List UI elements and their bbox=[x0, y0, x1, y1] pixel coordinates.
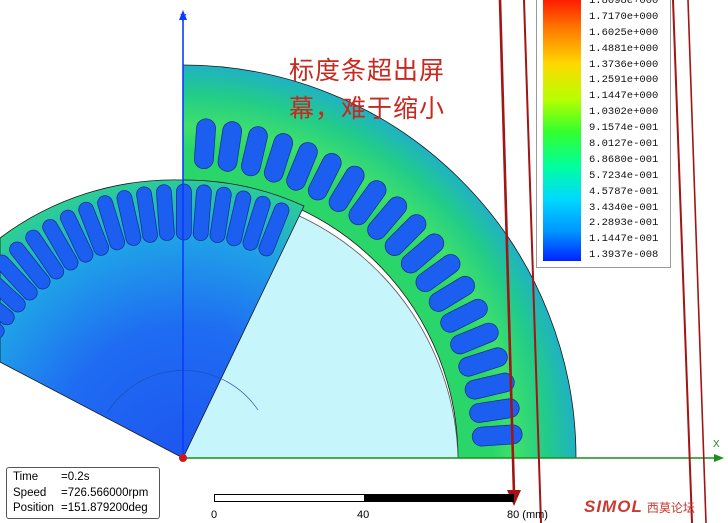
annotation-line-2 bbox=[523, 0, 542, 523]
legend-label: 3.4340e-001 bbox=[589, 201, 659, 214]
rotor-slot bbox=[78, 201, 109, 256]
rotor-slot bbox=[209, 186, 232, 244]
rotor-slot bbox=[42, 219, 79, 271]
stator-slot bbox=[428, 275, 475, 312]
simulation-info-box: Time =0.2s Speed =726.566000rpm Position =1… bbox=[6, 467, 160, 519]
stator-slot bbox=[440, 298, 488, 333]
stator-slot bbox=[450, 322, 499, 355]
legend-label: 2.2893e-001 bbox=[589, 217, 659, 230]
legend-label: 1.4881e+000 bbox=[589, 42, 659, 55]
legend-label: 1.3937e-008 bbox=[589, 249, 659, 262]
annotation-line2: 幕，难于缩小 bbox=[289, 94, 446, 123]
color-legend: 1.8098e+000 1.7170e+000 1.6025e+000 1.4881e… bbox=[536, 0, 671, 268]
scale-tick-80: 80 (mm) bbox=[507, 509, 548, 521]
stator-slot bbox=[241, 126, 268, 177]
origin-marker bbox=[179, 454, 187, 462]
legend-label: 4.5787e-001 bbox=[589, 185, 659, 198]
legend-label: 5.7234e-001 bbox=[589, 169, 659, 182]
stator-slot bbox=[471, 424, 523, 447]
rotor-slot bbox=[116, 190, 142, 246]
stator-slot bbox=[464, 372, 515, 400]
logo-main-text: SIMOL bbox=[584, 497, 643, 516]
stator-slot bbox=[194, 118, 216, 170]
legend-label: 6.8680e-001 bbox=[589, 153, 659, 166]
stator-slot bbox=[415, 254, 461, 293]
rotor-inner-arc bbox=[106, 370, 259, 414]
stator-slot bbox=[348, 180, 387, 226]
scale-bar-white-segment bbox=[214, 494, 366, 502]
scale-tick-40: 40 bbox=[357, 509, 370, 521]
stator-slot bbox=[263, 133, 294, 183]
legend-label: 1.3736e+000 bbox=[589, 58, 659, 71]
speed-value: =726.566000rpm bbox=[61, 486, 149, 499]
annotation-line-3 bbox=[672, 0, 693, 523]
scale-bar-black-segment bbox=[364, 494, 514, 502]
stator-slot bbox=[286, 142, 318, 191]
time-value: =0.2s bbox=[61, 471, 90, 483]
y-axis-label: Y bbox=[180, 13, 187, 24]
stator-slot bbox=[307, 153, 342, 201]
stator-slot bbox=[400, 233, 445, 274]
stator-slot bbox=[217, 121, 242, 172]
scale-tick-0: 0 bbox=[211, 509, 218, 521]
legend-labels: 1.8098e+000 1.7170e+000 1.6025e+000 1.4881e… bbox=[589, 0, 669, 264]
legend-label: 1.1447e-001 bbox=[589, 233, 659, 246]
rotor-slot bbox=[0, 283, 15, 326]
logo-sub-text: 西莫论坛 bbox=[646, 501, 695, 515]
stator-slot bbox=[458, 347, 508, 377]
rotor-slot bbox=[0, 299, 5, 339]
x-axis-label: X bbox=[713, 439, 720, 450]
stator-slot bbox=[328, 165, 365, 212]
stator-slot bbox=[367, 196, 408, 240]
rotor-slot bbox=[25, 229, 65, 280]
legend-label: 1.6025e+000 bbox=[589, 26, 659, 39]
position-key: Position bbox=[13, 502, 54, 514]
legend-label: 8.0127e-001 bbox=[589, 138, 659, 151]
rotor-slots bbox=[0, 183, 290, 339]
rotor-slot bbox=[258, 202, 290, 257]
rotor-slot bbox=[136, 186, 158, 243]
legend-label: 1.0302e+000 bbox=[589, 106, 659, 119]
legend-label: 1.7170e+000 bbox=[589, 10, 659, 23]
time-key: Time bbox=[13, 471, 39, 483]
rotor-slot bbox=[0, 254, 38, 301]
legend-color-bar bbox=[543, 0, 581, 261]
stator-slots bbox=[194, 118, 523, 447]
rotor-slot bbox=[59, 209, 94, 263]
speed-key: Speed bbox=[13, 486, 47, 499]
annotation-line-4 bbox=[687, 0, 707, 523]
legend-label: 1.1447e+000 bbox=[589, 90, 659, 103]
position-value: =151.879200deg bbox=[61, 502, 148, 514]
rotor-slot bbox=[226, 190, 252, 247]
rotor-slot bbox=[0, 268, 26, 313]
annotation-line1: 标度条超出屏 bbox=[289, 56, 446, 85]
annotation-arrow-line bbox=[498, 0, 516, 495]
stator-slot bbox=[384, 214, 427, 256]
rotor-slot bbox=[175, 183, 192, 241]
legend-label: 9.1574e-001 bbox=[589, 122, 659, 135]
stator-slot bbox=[469, 398, 520, 423]
legend-label: 1.2591e+000 bbox=[589, 74, 659, 87]
x-axis-arrow-icon bbox=[714, 454, 724, 462]
rotor-slot bbox=[9, 241, 51, 290]
y-axis-arrow-icon bbox=[179, 10, 187, 20]
airgap-region bbox=[182, 213, 459, 459]
simol-logo: SIMOL 西莫论坛 bbox=[584, 497, 695, 517]
legend-label: 1.8098e+000 bbox=[589, 0, 659, 7]
annotation-text: 标度条超出屏 幕，难于缩小 bbox=[289, 52, 489, 128]
scale-bar bbox=[214, 494, 514, 502]
rotor-slot bbox=[156, 184, 175, 241]
rotor-slot bbox=[97, 195, 125, 251]
rotor-slot bbox=[242, 195, 271, 251]
rotor-slot bbox=[192, 184, 212, 242]
